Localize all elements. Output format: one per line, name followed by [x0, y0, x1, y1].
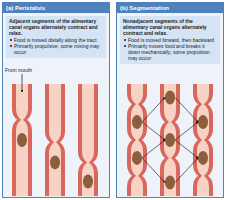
- movement-arrow: [142, 140, 165, 158]
- muscle-wall: [160, 84, 180, 196]
- movement-arrow: [175, 158, 198, 183]
- lumen: [49, 84, 61, 196]
- food-bolus: [83, 174, 93, 188]
- description-text: Adjacent segments of the alimentary cana…: [9, 18, 103, 36]
- food-bolus: [50, 155, 60, 169]
- panel-heading: (a) Peristalsis: [3, 3, 109, 13]
- lumen: [16, 84, 28, 196]
- movement-arrow: [142, 97, 165, 122]
- lumen: [131, 84, 143, 196]
- description-text: Nonadjacent segments of the alimentary c…: [123, 18, 217, 36]
- panel: (a) PeristalsisAdjacent segments of the …: [2, 2, 110, 198]
- food-bolus: [198, 115, 208, 129]
- muscle-wall: [12, 84, 32, 196]
- lumen: [197, 84, 209, 196]
- description-box: Adjacent segments of the alimentary cana…: [6, 16, 106, 58]
- food-bolus: [17, 133, 27, 147]
- part-label: From mouth: [5, 67, 32, 73]
- movement-arrow: [175, 140, 198, 158]
- panel-heading: (b) Segmentation: [117, 3, 223, 13]
- food-bolus: [198, 151, 208, 165]
- panel-ground: [2, 2, 110, 198]
- muscle-wall: [127, 84, 147, 196]
- bullet-text: Primarily moves food and breaks it down …: [123, 43, 217, 61]
- muscle-wall: [45, 84, 65, 196]
- food-bolus: [165, 133, 175, 147]
- movement-arrow: [142, 122, 165, 140]
- lumen: [164, 84, 176, 196]
- lumen: [82, 84, 94, 196]
- bullet-text: Food is moved forward, then backward: [123, 37, 217, 43]
- muscle-wall: [193, 84, 213, 196]
- description-box: Nonadjacent segments of the alimentary c…: [120, 16, 220, 64]
- movement-arrow: [175, 97, 198, 122]
- movement-arrow: [142, 158, 165, 183]
- food-bolus: [132, 151, 142, 165]
- muscle-wall: [78, 84, 98, 196]
- food-bolus: [165, 90, 175, 104]
- direction-arrow: [22, 74, 23, 92]
- panel: (b) SegmentationNonadjacent segments of …: [116, 2, 224, 198]
- movement-arrow: [175, 122, 198, 140]
- bullet-text: Primarily propulsive; some mixing may oc…: [9, 43, 103, 55]
- panel-ground: [116, 2, 224, 198]
- food-bolus: [165, 176, 175, 190]
- tube-drawing: [12, 74, 213, 196]
- food-bolus: [132, 115, 142, 129]
- bullet-text: Food is moved distally along the tract: [9, 37, 103, 43]
